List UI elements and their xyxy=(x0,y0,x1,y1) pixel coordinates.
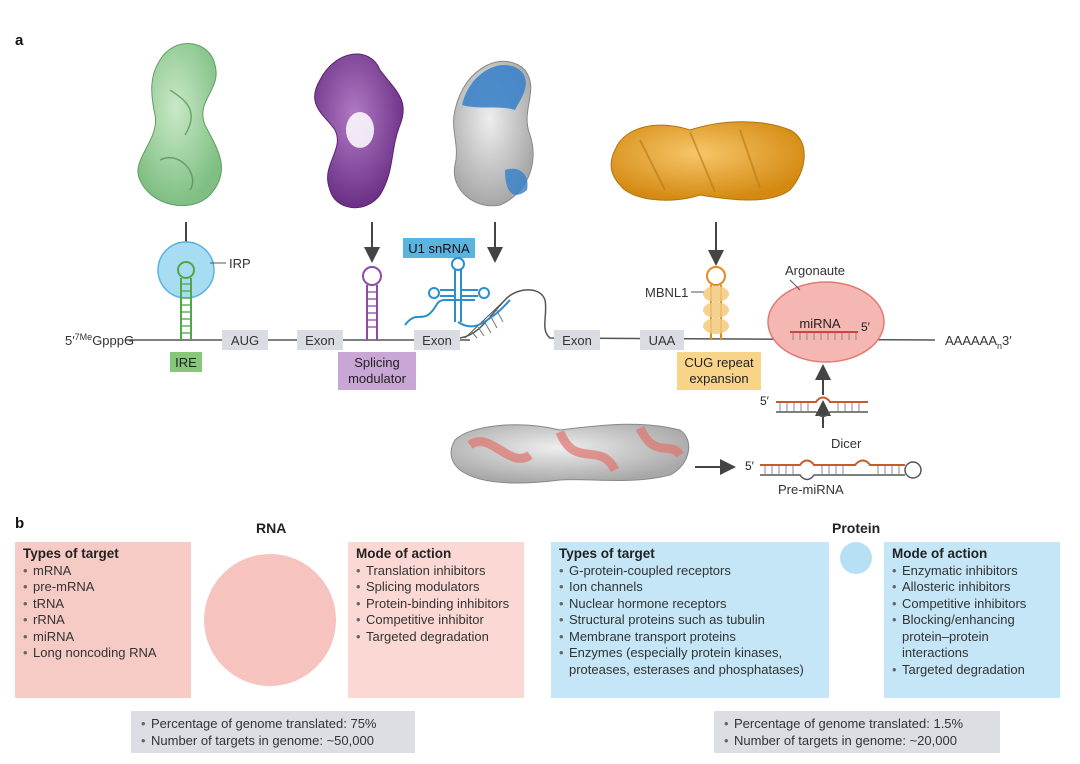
list-item: Percentage of genome translated: 75% xyxy=(141,715,405,732)
irp-protein-structure xyxy=(137,43,222,207)
list-item: rRNA xyxy=(23,612,183,629)
mbnl1-label: MBNL1 xyxy=(645,285,688,300)
rna-mode-list: Translation inhibitorsSplicing modulator… xyxy=(356,563,516,646)
mbnl1-cug-structure xyxy=(610,121,805,201)
panel-label-a: a xyxy=(15,32,24,49)
cug-stem-loop xyxy=(703,266,729,340)
protein-targets-heading: Types of target xyxy=(559,546,655,561)
list-item: Structural proteins such as tubulin xyxy=(559,612,821,629)
panel-label-b: b xyxy=(15,515,25,532)
aug-label: AUG xyxy=(231,333,259,348)
list-item: Enzymes (especially protein kinases, pro… xyxy=(559,645,821,678)
splicing-modulator-target-structure xyxy=(314,53,404,209)
pre-mirna-hairpin: 5′ xyxy=(745,459,922,481)
mirna-label: miRNA xyxy=(799,316,840,331)
cap-label: 5′7MeGpppG xyxy=(65,332,134,348)
irp-circle xyxy=(157,241,215,299)
list-item: Allosteric inhibitors xyxy=(892,579,1052,596)
list-item: Blocking/enhancing protein–protein inter… xyxy=(892,612,1052,662)
protein-mode-heading: Mode of action xyxy=(892,546,988,561)
exon-label-2: Exon xyxy=(422,333,452,348)
rna-targeting-diagram: IRP IRE 5′7MeGpppG AUG Exon Exon Exon UA… xyxy=(65,43,1012,497)
list-item: tRNA xyxy=(23,596,183,613)
u1-snrna-cross-structure xyxy=(404,257,511,328)
list-item: mRNA xyxy=(23,563,183,580)
list-item: Competitive inhibitors xyxy=(892,596,1052,613)
list-item: miRNA xyxy=(23,629,183,646)
exon-box-3 xyxy=(554,330,600,350)
mirna-pairing-ticks xyxy=(792,333,857,340)
cug-repeat-box xyxy=(677,352,761,390)
exon-box-2 xyxy=(414,330,460,350)
list-item: Translation inhibitors xyxy=(356,563,516,580)
rna-stats-box: Percentage of genome translated: 75%Numb… xyxy=(131,711,415,753)
exon-label-1: Exon xyxy=(305,333,335,348)
protein-target-list: G-protein-coupled receptorsIon channelsN… xyxy=(559,563,821,679)
list-item: Competitive inhibitor xyxy=(356,612,516,629)
ire-box xyxy=(170,352,202,372)
rna-proportion-circle xyxy=(204,554,336,686)
rna-stats-list: Percentage of genome translated: 75%Numb… xyxy=(141,715,405,749)
list-item: Long noncoding RNA xyxy=(23,645,183,662)
list-item: G-protein-coupled receptors xyxy=(559,563,821,580)
protein-genome-circle xyxy=(840,542,872,574)
splicing-modulator-box xyxy=(338,352,416,390)
list-item: Targeted degradation xyxy=(892,662,1052,679)
ire-label: IRE xyxy=(175,355,197,370)
list-item: Membrane transport proteins xyxy=(559,629,821,646)
rna-genome-circle xyxy=(204,554,336,686)
list-item: Ion channels xyxy=(559,579,821,596)
aug-box xyxy=(222,330,268,350)
irp-label: IRP xyxy=(229,256,251,271)
ire-stem-loop xyxy=(177,261,195,340)
protein-section-title: Protein xyxy=(832,520,881,536)
mirna-duplex-structure xyxy=(450,423,690,484)
rna-targets-heading: Types of target xyxy=(23,546,119,561)
list-item: Protein-binding inhibitors xyxy=(356,596,516,613)
protein-stats-box: Percentage of genome translated: 1.5%Num… xyxy=(714,711,1000,753)
protein-mode-list: Enzymatic inhibitorsAllosteric inhibitor… xyxy=(892,563,1052,679)
rna-target-types-box: Types of target mRNApre-mRNAtRNArRNAmiRN… xyxy=(15,542,191,698)
list-item: Enzymatic inhibitors xyxy=(892,563,1052,580)
rna-section-title: RNA xyxy=(256,520,287,536)
duplex-five-prime: 5′ xyxy=(760,394,770,408)
uaa-label: UAA xyxy=(649,333,676,348)
rna-target-list: mRNApre-mRNAtRNArRNAmiRNALong noncoding … xyxy=(23,563,183,662)
u1-snrna-structure xyxy=(453,60,534,207)
argonaute-leader xyxy=(789,279,801,291)
protein-target-types-box: Types of target G-protein-coupled recept… xyxy=(551,542,829,698)
poly-a-label: AAAAAAn3′ xyxy=(945,333,1012,351)
protein-stats-list: Percentage of genome translated: 1.5%Num… xyxy=(724,715,990,749)
argonaute-label: Argonaute xyxy=(785,263,845,278)
rna-mode-of-action-box: Mode of action Translation inhibitorsSpl… xyxy=(348,542,524,698)
list-item: Nuclear hormone receptors xyxy=(559,596,821,613)
mirna-duplex: 5′ xyxy=(760,394,868,418)
list-item: Number of targets in genome: ~20,000 xyxy=(724,732,990,749)
protein-mode-of-action-box: Mode of action Enzymatic inhibitorsAllos… xyxy=(884,542,1060,698)
protein-proportion-circle xyxy=(840,542,872,574)
exon-label-3: Exon xyxy=(562,333,592,348)
u1-snrna-box xyxy=(403,238,475,258)
argonaute-complex xyxy=(767,281,885,363)
list-item: Targeted degradation xyxy=(356,629,516,646)
mirna-five-prime: 5′ xyxy=(861,320,871,334)
list-item: pre-mRNA xyxy=(23,579,183,596)
pre-mirna-label: Pre-miRNA xyxy=(778,482,844,497)
pre-mirna-five-prime: 5′ xyxy=(745,459,755,473)
dicer-label: Dicer xyxy=(831,436,862,451)
exon-box-1 xyxy=(297,330,343,350)
u1-snrna-label: U1 snRNA xyxy=(408,241,470,256)
list-item: Splicing modulators xyxy=(356,579,516,596)
list-item: Number of targets in genome: ~50,000 xyxy=(141,732,405,749)
list-item: Percentage of genome translated: 1.5% xyxy=(724,715,990,732)
splicing-stem-loop xyxy=(362,266,382,340)
rna-mode-heading: Mode of action xyxy=(356,546,452,561)
uaa-box xyxy=(640,330,684,350)
